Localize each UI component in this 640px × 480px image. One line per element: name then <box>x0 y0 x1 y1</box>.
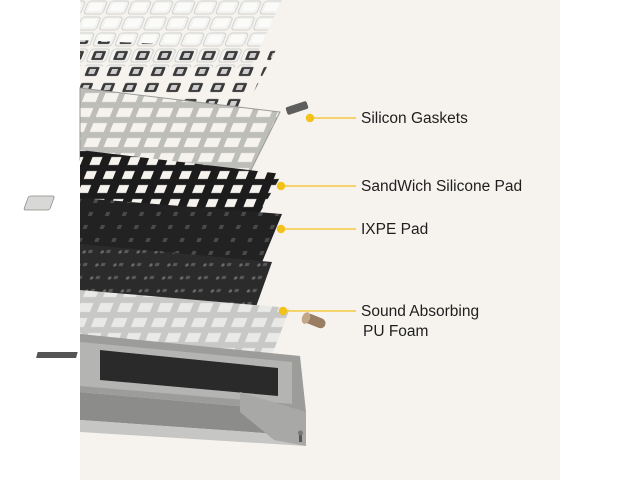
callout-label-gaskets: Silicon Gaskets <box>361 110 468 127</box>
callout-label-foam: Sound Absorbing PU Foam <box>361 302 479 342</box>
gasket-part <box>285 101 309 115</box>
callout-label-sandwich: SandWich Silicone Pad <box>361 178 523 195</box>
callout-label-foam-line1: Sound Absorbing <box>361 303 480 320</box>
callout-ixpe-pointer <box>276 224 356 234</box>
bottom-case-layer <box>36 334 306 446</box>
callout-label-foam-line2: PU Foam <box>363 323 429 340</box>
foam-cylinder-part <box>301 312 326 329</box>
callout-label-ixpe: IXPE Pad <box>361 221 429 238</box>
connector-part <box>23 195 55 211</box>
callout-foam-pointer <box>278 306 356 316</box>
screw-part <box>298 430 303 442</box>
callout-gaskets-pointer <box>305 113 356 123</box>
callout-sandwich-pointer <box>276 181 356 191</box>
